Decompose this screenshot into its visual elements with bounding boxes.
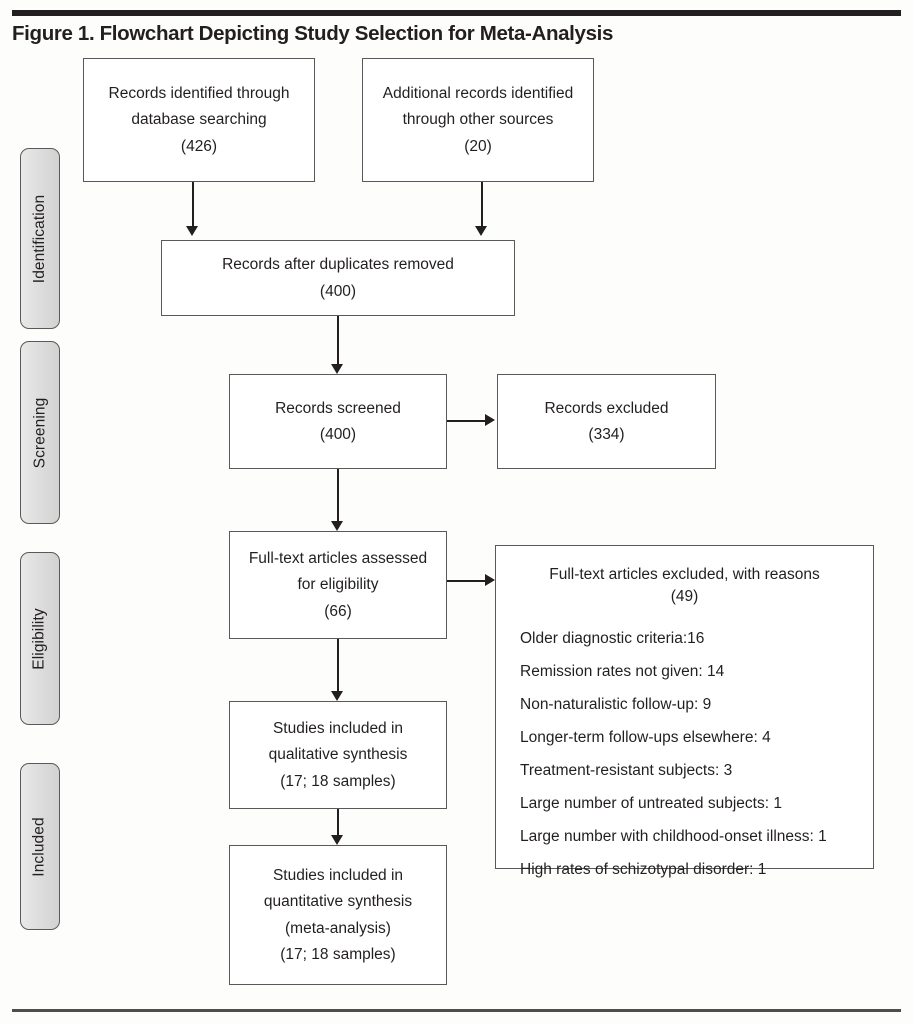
reason-item: Remission rates not given: 14 [520, 662, 725, 680]
arrowhead-fulltext-to-excluded-reasons [485, 574, 495, 586]
stage-label-eligibility: Eligibility [20, 552, 60, 725]
box-line: Records screened [275, 399, 401, 417]
reason-item: Treatment-resistant subjects: 3 [520, 761, 733, 779]
box-count: (334) [588, 426, 625, 443]
figure-title: Figure 1. Flowchart Depicting Study Sele… [12, 22, 614, 45]
box-line: database searching [131, 111, 267, 129]
stage-label-identification-text: Identification [31, 194, 48, 283]
box-count: (17; 18 samples) [280, 946, 396, 963]
box-line: Studies included in [272, 719, 404, 737]
box-records-after-duplicates-removed: Records after duplicates removed (400) [161, 240, 515, 316]
box-fulltext-excluded-with-reasons: Full-text articles excluded, with reason… [495, 545, 874, 878]
box-line: for eligibility [297, 576, 379, 594]
box-line: quantitative synthesis [263, 893, 413, 910]
box-line: Records excluded [544, 399, 669, 417]
box-line: Records after duplicates removed [222, 256, 454, 273]
box-line: Records identified through [108, 84, 290, 102]
reason-item: Older diagnostic criteria:16 [520, 629, 705, 647]
box-studies-qualitative-synthesis: Studies included in qualitative synthesi… [229, 701, 447, 809]
reason-item: High rates of schizotypal disorder: 1 [520, 860, 767, 878]
box-line: Additional records identified [382, 84, 574, 102]
arrowhead-other-to-dedupe [475, 226, 487, 236]
top-rule [12, 10, 901, 16]
box-line: Studies included in [272, 866, 404, 884]
connector-fulltext-to-qualitative [337, 639, 339, 691]
reasons-heading: Full-text articles excluded, with reason… [496, 546, 873, 608]
arrowhead-screened-to-excluded [485, 414, 495, 426]
box-records-screened: Records screened (400) [229, 374, 447, 469]
box-line: Full-text articles excluded, with reason… [549, 566, 820, 583]
box-records-excluded: Records excluded (334) [497, 374, 716, 469]
box-line: qualitative synthesis [268, 746, 408, 764]
box-count: (49) [670, 588, 699, 605]
connector-screened-to-fulltext [337, 469, 339, 521]
reason-item: Non-naturalistic follow-up: 9 [520, 695, 712, 713]
stage-label-screening-text: Screening [31, 397, 49, 468]
box-line: through other sources [402, 111, 554, 129]
connector-screened-to-excluded [447, 420, 485, 422]
stage-label-included-text: Included [31, 816, 48, 877]
box-count: (426) [180, 137, 218, 155]
connector-fulltext-to-excluded-reasons [447, 580, 485, 582]
arrowhead-screened-to-fulltext [331, 521, 343, 531]
stage-label-screening: Screening [20, 341, 60, 524]
box-line: (meta-analysis) [285, 919, 391, 937]
reasons-list: Older diagnostic criteria:16 Remission r… [496, 608, 873, 886]
reason-item: Large number with childhood-onset illnes… [520, 827, 827, 845]
box-records-identified-database: Records identified through database sear… [83, 58, 315, 182]
box-line: Full-text articles assessed [248, 549, 428, 567]
box-fulltext-assessed: Full-text articles assessed for eligibil… [229, 531, 447, 639]
box-additional-records-other-sources: Additional records identified through ot… [362, 58, 594, 182]
box-count: (400) [319, 426, 357, 443]
arrowhead-fulltext-to-qualitative [331, 691, 343, 701]
connector-db-to-dedupe [192, 182, 194, 226]
stage-label-identification: Identification [20, 148, 60, 329]
arrowhead-db-to-dedupe [186, 226, 198, 236]
box-count: (17; 18 samples) [280, 772, 396, 790]
stage-label-included: Included [20, 763, 60, 930]
bottom-rule [12, 1009, 901, 1012]
box-count: (20) [464, 137, 492, 155]
connector-qualitative-to-quantitative [337, 809, 339, 835]
box-count: (400) [319, 282, 357, 300]
reason-item: Large number of untreated subjects: 1 [520, 794, 782, 812]
arrowhead-qualitative-to-quantitative [331, 835, 343, 845]
connector-dedupe-to-screened [337, 316, 339, 364]
box-count: (66) [324, 602, 352, 620]
reason-item: Longer-term follow-ups elsewhere: 4 [520, 728, 771, 746]
box-studies-quantitative-synthesis: Studies included in quantitative synthes… [229, 845, 447, 985]
arrowhead-dedupe-to-screened [331, 364, 343, 374]
stage-label-eligibility-text: Eligibility [31, 607, 48, 670]
connector-other-to-dedupe [481, 182, 483, 226]
